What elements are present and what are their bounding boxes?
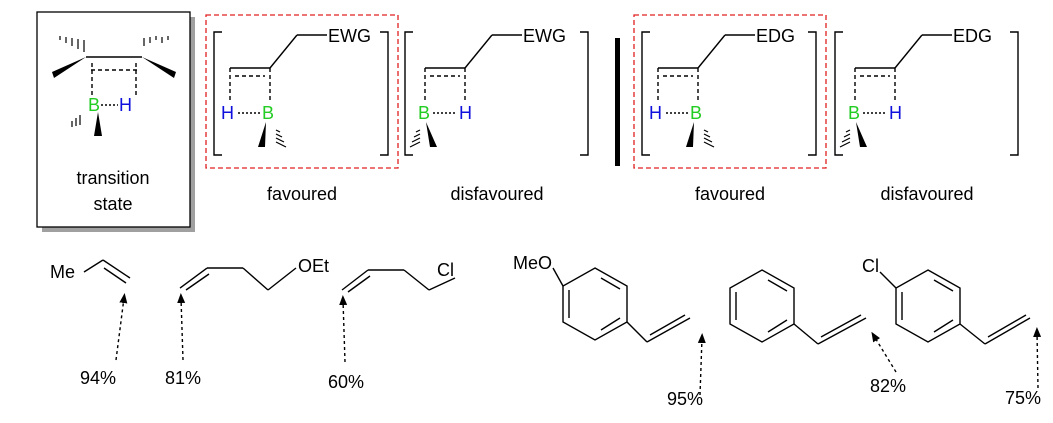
boron-label: B bbox=[690, 103, 702, 123]
ts-hydrogen-label: H bbox=[119, 95, 132, 115]
selectivity-label: 95% bbox=[667, 389, 703, 409]
substrate-4-chlorostyrene: Cl 75% bbox=[862, 256, 1042, 408]
selectivity-label: 81% bbox=[165, 368, 201, 388]
substituent-label: Cl bbox=[437, 260, 454, 280]
substrate-allyl-ether: OEt 81% bbox=[165, 256, 329, 388]
ts-caption-line1: transition bbox=[76, 168, 149, 188]
substrate-propene: Me 94% bbox=[50, 259, 131, 388]
boron-label: B bbox=[848, 103, 860, 123]
substituent-label: MeO bbox=[513, 253, 552, 273]
ts-caption-line2: state bbox=[93, 194, 132, 214]
selectivity-label: 75% bbox=[1005, 388, 1041, 408]
substituent-label: Me bbox=[50, 262, 75, 282]
highlight-box bbox=[633, 14, 827, 169]
hydrogen-label: H bbox=[459, 103, 472, 123]
hydrogen-label: H bbox=[221, 103, 234, 123]
substrate-allyl-chloride: Cl 60% bbox=[328, 260, 456, 392]
panel-caption: disfavoured bbox=[880, 184, 973, 204]
panel-caption: favoured bbox=[267, 184, 337, 204]
panel-edg-disfavoured: B H EDG disfavoured bbox=[834, 26, 1019, 204]
substituent-label: EDG bbox=[953, 26, 992, 46]
selectivity-label: 94% bbox=[80, 368, 116, 388]
divider-bar bbox=[615, 38, 620, 166]
panel-ewg-disfavoured: B H EWG disfavoured bbox=[404, 26, 589, 204]
selectivity-label: 60% bbox=[328, 372, 364, 392]
substituent-label: Cl bbox=[862, 256, 879, 276]
panel-edg-favoured: H B EDG favoured bbox=[633, 14, 827, 204]
boron-label: B bbox=[262, 103, 274, 123]
ts-box bbox=[36, 11, 191, 228]
highlight-box bbox=[205, 14, 399, 169]
substituent-label: EWG bbox=[328, 26, 371, 46]
selectivity-label: 82% bbox=[870, 376, 906, 396]
substituent-label: EWG bbox=[523, 26, 566, 46]
panel-ewg-favoured: H B EWG favoured bbox=[205, 14, 399, 204]
transition-state-panel: B H transition state bbox=[36, 11, 195, 232]
ts-boron-label: B bbox=[88, 95, 100, 115]
substrate-styrene: 82% bbox=[729, 269, 906, 396]
hydrogen-label: H bbox=[649, 103, 662, 123]
substrate-4-methoxystyrene: MeO 95% bbox=[513, 253, 706, 409]
panel-caption: favoured bbox=[695, 184, 765, 204]
boron-label: B bbox=[418, 103, 430, 123]
substituent-label: OEt bbox=[298, 256, 329, 276]
hydrogen-label: H bbox=[889, 103, 902, 123]
panel-caption: disfavoured bbox=[450, 184, 543, 204]
substituent-label: EDG bbox=[756, 26, 795, 46]
